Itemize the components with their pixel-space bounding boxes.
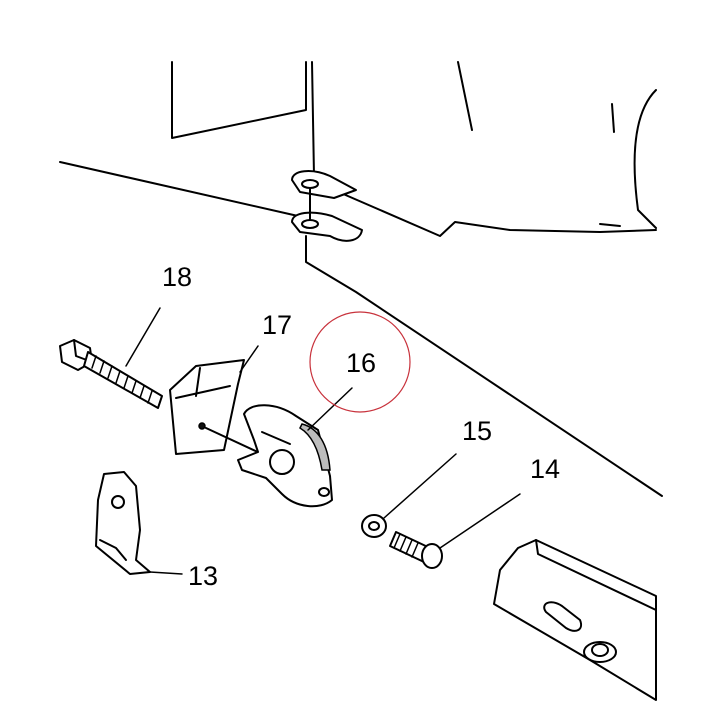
hinge-bracket [291, 170, 363, 242]
screw-part-14 [389, 531, 443, 569]
leader-16 [307, 387, 353, 431]
leader-14 [439, 493, 521, 549]
leader-15 [383, 453, 457, 519]
leader-13 [149, 571, 183, 575]
bracket-part-17 [169, 359, 263, 455]
callout-15: 15 [462, 416, 492, 446]
callout-18: 18 [162, 262, 192, 292]
leader-lines [125, 307, 521, 575]
callout-13: 13 [188, 561, 218, 591]
lower-housing [493, 539, 657, 701]
callout-16: 16 [346, 348, 376, 378]
bracket-part-13 [95, 471, 151, 575]
leader-17 [239, 345, 259, 373]
leader-18 [125, 307, 161, 367]
washer-part-15 [361, 514, 387, 538]
callout-14: 14 [530, 454, 560, 484]
frame-outline [59, 61, 663, 497]
callout-17: 17 [262, 310, 292, 340]
bolt-part-18 [59, 339, 163, 409]
highlight-circle [309, 311, 411, 413]
